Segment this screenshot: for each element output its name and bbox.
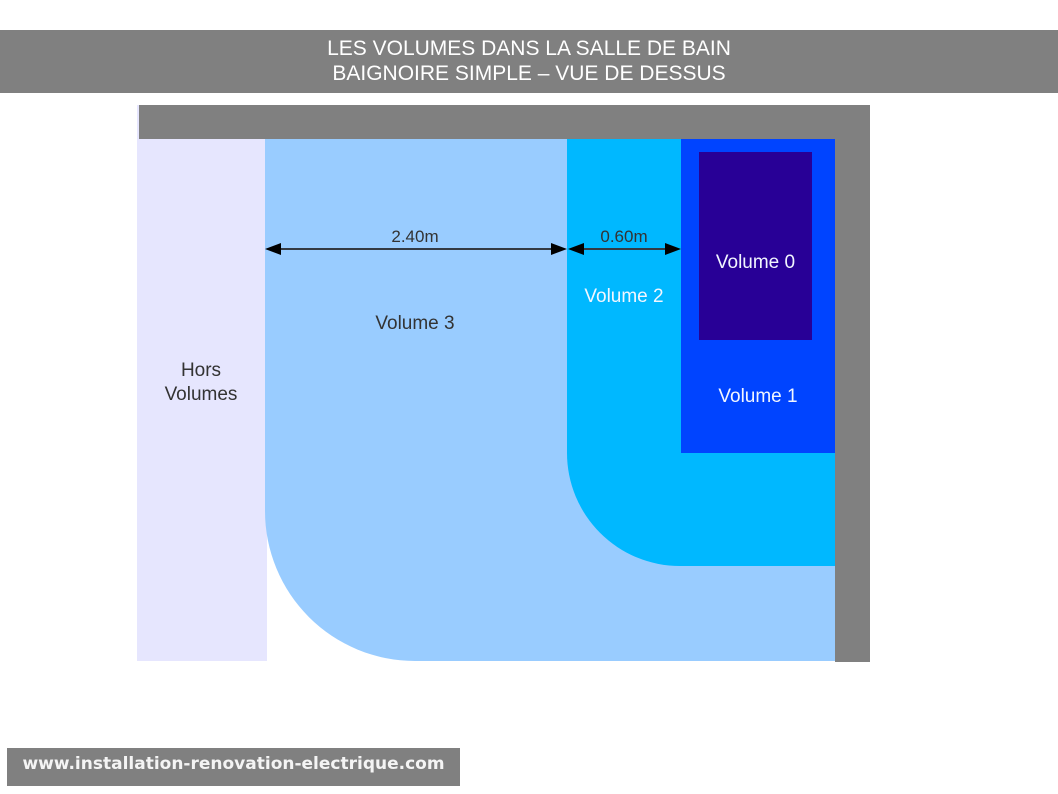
wall-top [139, 105, 870, 139]
dimension-label-0-60m: 0.60m [600, 227, 648, 246]
label-volume-1: Volume 1 [718, 386, 798, 407]
label-hors-volumes-line-2: Volumes [164, 384, 238, 405]
website-footer: www.installation-renovation-electrique.c… [7, 748, 460, 786]
label-volume-2: Volume 2 [584, 286, 664, 307]
zone-volume-0-bathtub [699, 152, 812, 340]
label-hors-volumes: Hors Volumes [137, 359, 265, 407]
zone-hors-volumes [137, 105, 267, 661]
label-hors-volumes-line-1: Hors [180, 360, 222, 381]
title-line-1: LES VOLUMES DANS LA SALLE DE BAIN [327, 37, 731, 60]
title-line-2: BAIGNOIRE SIMPLE – VUE DE DESSUS [332, 62, 726, 85]
label-volume-3: Volume 3 [375, 313, 455, 334]
arrow-volume-2-width [568, 243, 681, 255]
arrow-volume-3-width [265, 243, 567, 255]
title-banner: LES VOLUMES DANS LA SALLE DE BAIN BAIGNO… [0, 30, 1058, 93]
wall-right [835, 105, 870, 662]
label-volume-0: Volume 0 [715, 252, 796, 273]
dimension-label-2-40m: 2.40m [391, 227, 439, 246]
